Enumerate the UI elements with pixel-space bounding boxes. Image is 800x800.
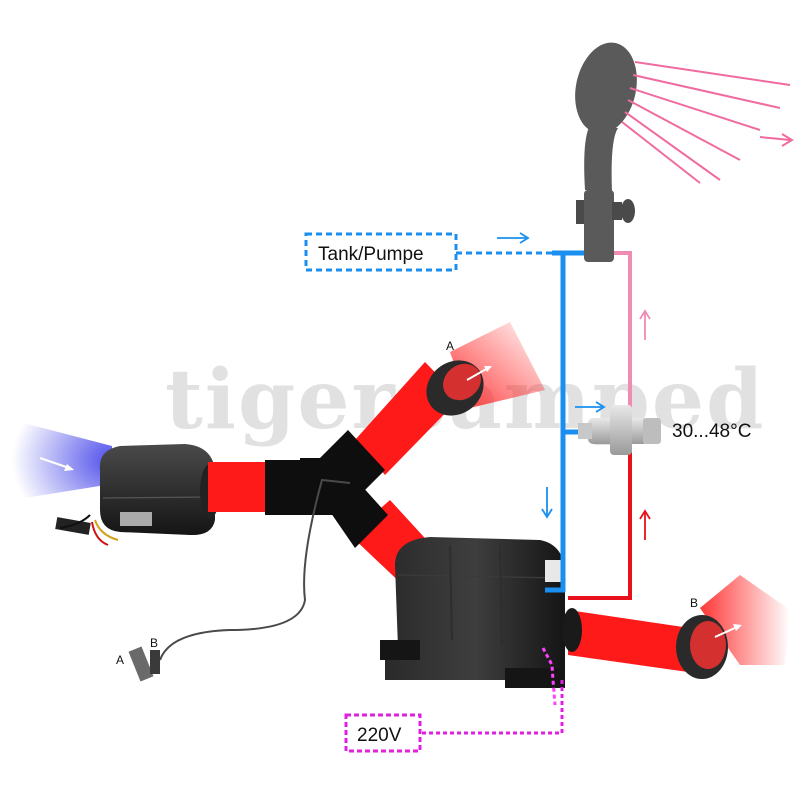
outlet-b-label: B <box>690 596 698 610</box>
power-label-box <box>344 713 422 753</box>
tank-label-box <box>304 232 458 272</box>
boiler <box>380 537 582 688</box>
outlet-a-arrowhead <box>484 366 492 372</box>
outlet-a <box>426 360 484 416</box>
switch-label-a: A <box>116 653 124 667</box>
outlet-a-label: A <box>446 339 454 353</box>
cold-air-glow <box>12 420 112 500</box>
mixing-valve <box>578 405 661 455</box>
duct-to-outlet-b <box>568 610 690 672</box>
duct-heater-outlet <box>208 462 270 512</box>
y-junction <box>265 430 388 548</box>
outlet-b-arrowhead <box>733 624 742 631</box>
outlet-b-glow <box>700 575 790 665</box>
flow-arrow-tank <box>497 232 530 244</box>
flow-arrow-hot-up <box>639 509 651 540</box>
cold-water-line <box>545 255 566 593</box>
shower-head <box>575 42 637 262</box>
tank-label: Tank/Pumpe <box>318 244 424 265</box>
ab-switch <box>128 646 160 682</box>
cold-air-arrowhead <box>64 464 74 471</box>
temperature-label: 30...48°C <box>672 421 751 442</box>
flow-arrow-cold-down <box>541 487 553 519</box>
air-heater <box>55 444 220 546</box>
power-label: 220V <box>357 725 402 746</box>
outlet-a-arrow <box>466 367 489 381</box>
power-line <box>420 680 564 735</box>
flow-arrow-valve-inlet <box>575 401 606 413</box>
outlet-b <box>676 615 728 679</box>
outlet-b-arrow <box>714 626 738 638</box>
hot-water-line <box>568 452 632 600</box>
shower-spray <box>621 61 794 184</box>
flow-arrow-mixed-up <box>639 309 651 340</box>
control-cable <box>159 478 351 661</box>
power-cable <box>541 647 557 706</box>
switch-label-b: B <box>150 636 158 650</box>
